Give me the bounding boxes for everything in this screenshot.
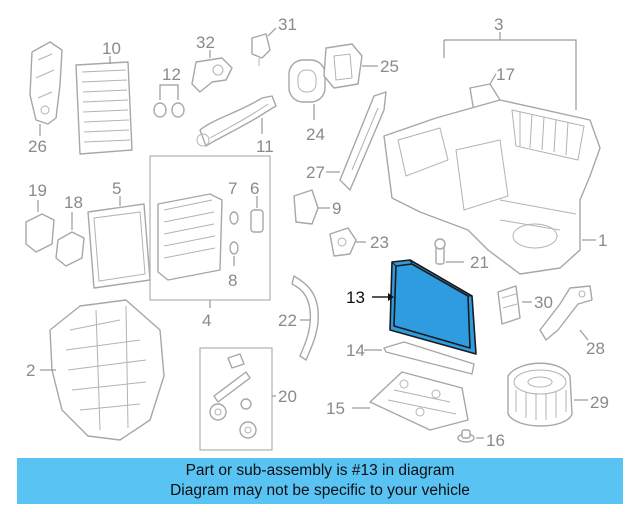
part-29-blower-motor[interactable] <box>507 362 573 427</box>
callout-7[interactable]: 7 <box>228 179 237 198</box>
part-24-gasket[interactable] <box>288 59 326 103</box>
callout-15[interactable]: 15 <box>326 399 345 418</box>
part-31-sensor[interactable] <box>251 33 271 66</box>
callout-24[interactable]: 24 <box>306 125 325 144</box>
part-16-screw[interactable] <box>457 429 475 443</box>
callout-6[interactable]: 6 <box>250 179 259 198</box>
part-32-valve[interactable] <box>191 57 233 93</box>
part-21-screw[interactable] <box>434 238 446 265</box>
part-6-sensor[interactable] <box>250 209 264 233</box>
callout-4[interactable]: 4 <box>202 311 211 330</box>
callout-3[interactable]: 3 <box>494 15 503 34</box>
part-9-resistor[interactable] <box>293 189 319 225</box>
part-18-clip[interactable] <box>55 231 85 267</box>
info-banner: Part or sub-assembly is #13 in diagram D… <box>17 458 623 504</box>
callout-8[interactable]: 8 <box>228 271 237 290</box>
hardware-group-box <box>199 347 273 451</box>
part-20-hardware-kit[interactable] <box>209 353 257 439</box>
callout-13[interactable]: 13 <box>346 288 365 307</box>
part-11-pipes[interactable] <box>196 95 277 147</box>
part-4-evaporator[interactable] <box>157 193 223 281</box>
part-13-cabin-air-filter[interactable] <box>389 259 477 355</box>
banner-line-part-reference: Part or sub-assembly is #13 in diagram <box>185 462 455 479</box>
part-27-bracket[interactable] <box>339 91 387 191</box>
part-15-lower-housing[interactable] <box>369 371 469 431</box>
callout-31[interactable]: 31 <box>278 15 297 34</box>
callout-25[interactable]: 25 <box>380 57 399 76</box>
callout-29[interactable]: 29 <box>590 393 609 412</box>
callout-26[interactable]: 26 <box>28 137 47 156</box>
callout-19[interactable]: 19 <box>28 181 47 200</box>
callout-11[interactable]: 11 <box>256 137 274 156</box>
callout-32[interactable]: 32 <box>196 33 215 52</box>
part-12-o-rings[interactable] <box>153 102 185 118</box>
exploded-parts-diagram: 26 10 12 32 31 11 24 <box>25 15 609 451</box>
part-5-filter-frame[interactable] <box>87 203 151 289</box>
callout-16[interactable]: 16 <box>486 431 505 450</box>
callout-9[interactable]: 9 <box>332 199 341 218</box>
callout-27[interactable]: 27 <box>306 163 325 182</box>
part-28-bracket[interactable] <box>539 285 593 341</box>
part-1-hvac-housing[interactable] <box>383 99 601 275</box>
part-25-seal[interactable] <box>323 43 363 89</box>
part-7-o-ring[interactable] <box>229 211 239 225</box>
callout-2[interactable]: 2 <box>26 361 35 380</box>
callout-30[interactable]: 30 <box>534 293 553 312</box>
callout-20[interactable]: 20 <box>278 387 297 406</box>
callout-12[interactable]: 12 <box>162 65 181 84</box>
part-8-o-ring[interactable] <box>229 241 239 255</box>
callout-21[interactable]: 21 <box>470 253 489 272</box>
callout-1[interactable]: 1 <box>598 231 607 250</box>
callout-28[interactable]: 28 <box>586 339 605 358</box>
callout-14[interactable]: 14 <box>346 341 365 360</box>
part-23-valve[interactable] <box>329 227 357 257</box>
callout-22[interactable]: 22 <box>278 311 297 330</box>
banner-line-disclaimer: Diagram may not be specific to your vehi… <box>170 482 470 499</box>
part-26-bracket[interactable] <box>29 41 63 125</box>
part-14-cover[interactable] <box>383 341 475 375</box>
part-2-lower-housing[interactable] <box>49 299 165 441</box>
part-10-heater-core[interactable] <box>75 61 133 155</box>
part-22-drain-hose[interactable] <box>291 275 320 361</box>
part-30-flap[interactable] <box>497 285 521 325</box>
callout-17[interactable]: 17 <box>496 65 515 84</box>
callout-5[interactable]: 5 <box>112 179 121 198</box>
part-19-clip[interactable] <box>25 213 55 253</box>
callout-23[interactable]: 23 <box>370 233 389 252</box>
callout-18[interactable]: 18 <box>64 193 83 212</box>
callout-10[interactable]: 10 <box>102 39 121 58</box>
